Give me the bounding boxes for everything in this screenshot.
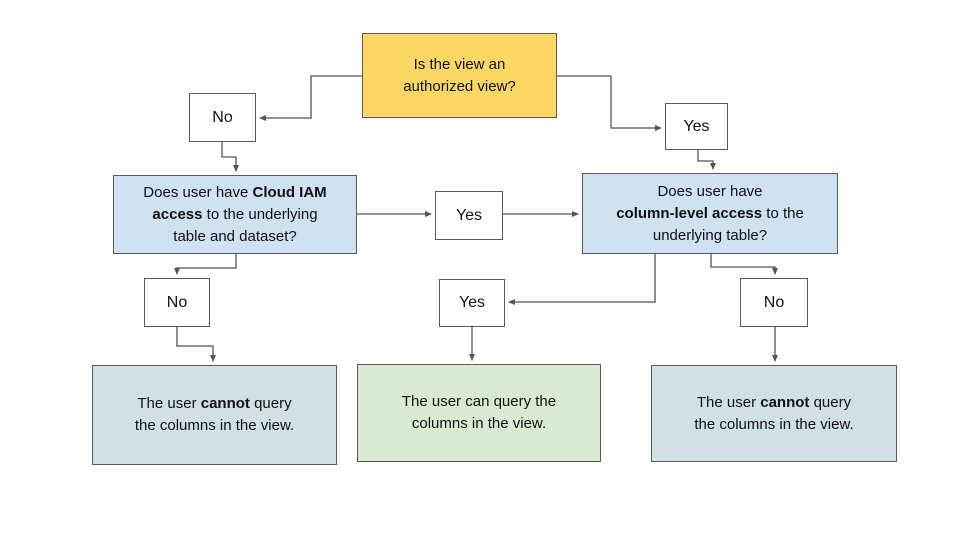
node-text-line: table and dataset? [173, 227, 297, 245]
branch-label-no-right: No [740, 278, 808, 327]
node-text: The user can query the columns in the vi… [358, 391, 600, 435]
node-text-line: The user cannot query [696, 393, 852, 411]
edge-q-col-to-yes-bottom [508, 254, 656, 305]
decision-node-cloud-iam-access: Does user have Cloud IAM access to the u… [113, 175, 357, 254]
branch-label-no-left: No [144, 278, 210, 327]
branch-label-yes-middle: Yes [435, 191, 503, 240]
node-text-line: columns in the view. [411, 415, 547, 432]
edge-no-to-q-iam [221, 142, 239, 172]
branch-label-text: No [212, 108, 233, 126]
node-text-line: underlying table? [652, 226, 768, 244]
edge-yes-to-q-col [697, 150, 716, 170]
branch-label-text: No [763, 293, 785, 311]
edge-start-to-no [259, 75, 362, 121]
branch-label-yes-bottom: Yes [439, 279, 505, 327]
node-text-line: column-level access to the [616, 204, 804, 222]
outcome-node-cannot-query-left: The user cannot query the columns in the… [92, 365, 337, 465]
branch-label-text: Yes [455, 206, 483, 224]
node-text: Does user have Cloud IAM access to the u… [114, 182, 356, 248]
node-text: The user cannot query the columns in the… [93, 393, 336, 437]
outcome-node-can-query: The user can query the columns in the vi… [357, 364, 601, 462]
edge-start-to-yes [557, 75, 662, 131]
branch-label-text: No [166, 293, 188, 311]
branch-label-no-top: No [189, 93, 256, 142]
start-node-authorized-view-question: Is the view an authorized view? [362, 33, 557, 118]
node-text-line: the columns in the view. [694, 415, 854, 433]
edge-q-iam-to-no-left [174, 254, 237, 275]
node-text-line: the columns in the view. [134, 417, 295, 434]
decision-node-column-level-access: Does user have column-level access to th… [582, 173, 838, 254]
node-text-line: The user cannot query [137, 395, 292, 412]
node-text: Is the view an authorized view? [363, 54, 556, 98]
node-text-line: The user can query the [401, 393, 557, 410]
node-text-line: Is the view an [413, 55, 506, 73]
branch-label-text: Yes [458, 294, 486, 311]
node-text: Does user have column-level access to th… [583, 181, 837, 247]
node-text-line: authorized view? [403, 77, 516, 95]
node-text-line: Does user have [657, 182, 763, 200]
outcome-node-cannot-query-right: The user cannot query the columns in the… [651, 365, 897, 462]
branch-label-yes-top: Yes [665, 103, 728, 150]
node-text-line: Does user have Cloud IAM [143, 183, 327, 201]
edge-no-left-to-out-left [176, 327, 216, 362]
branch-label-text: Yes [683, 117, 710, 135]
edge-q-col-to-no-right [710, 254, 778, 275]
node-text-line: access to the underlying [152, 205, 318, 223]
node-text: The user cannot query the columns in the… [652, 392, 896, 436]
